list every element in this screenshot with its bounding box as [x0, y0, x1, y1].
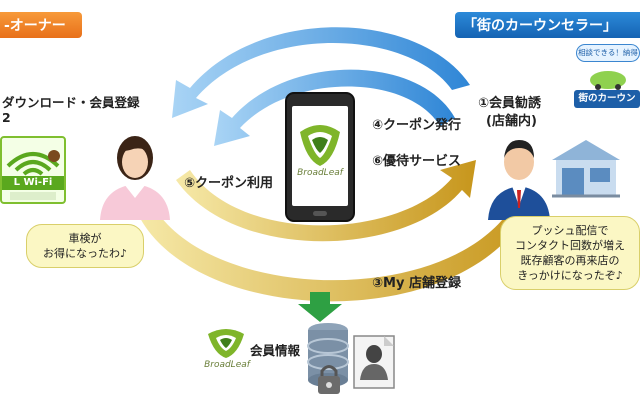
lock-icon — [314, 362, 344, 396]
woman-customer-icon — [90, 128, 180, 220]
wifi-icon — [2, 140, 64, 180]
step5-label: ⑤クーポン利用 — [184, 172, 273, 191]
staff-bubble-line4: きっかけになったぞ♪ — [509, 268, 631, 283]
member-card-icon — [352, 334, 398, 392]
staff-speech-bubble: プッシュ配信で コンタクト回数が増え 既存顧客の再来店の きっかけになったぞ♪ — [500, 216, 640, 290]
woman-speech-bubble: 車検が お得になったわ♪ — [26, 224, 144, 268]
counselor-badge: 相談できる！納得 街のカーウン — [574, 44, 640, 108]
wifi-text: L Wi-Fi — [2, 176, 64, 190]
woman-bubble-line2: お得になったわ♪ — [35, 246, 135, 261]
bottom-logo-text: BroadLeaf — [202, 360, 252, 370]
staff-bubble-line3: 既存顧客の再来店の — [509, 253, 631, 268]
smartphone-icon: BroadLeaf — [285, 92, 355, 222]
phone-home-button — [313, 211, 327, 216]
member-info-label: 会員情報 — [250, 340, 300, 359]
badge-main-text: 街のカーウン — [574, 90, 640, 108]
step1-sublabel: (店舗内) — [486, 110, 537, 129]
step6-label: ⑥優待サービス — [372, 150, 461, 169]
badge-top-text: 相談できる！納得 — [576, 44, 640, 62]
phone-screen: BroadLeaf — [292, 106, 348, 206]
step1-label: ①会員勧誘 — [478, 92, 541, 111]
download-register-label: ダウンロード・会員登録 — [2, 92, 140, 111]
wifi-subtext-bar — [10, 192, 56, 200]
download-register-number: 2 — [2, 110, 11, 125]
staff-bubble-line1: プッシュ配信で — [509, 223, 631, 238]
wifi-sticker: L Wi-Fi — [0, 136, 66, 204]
broadleaf-logo-icon — [204, 326, 248, 360]
store-staff-icon — [486, 128, 552, 220]
step4-label: ④クーポン発行 — [372, 114, 461, 133]
woman-bubble-line1: 車検が — [35, 231, 135, 246]
phone-logo-text: BroadLeaf — [292, 168, 348, 178]
staff-bubble-line2: コンタクト回数が増え — [509, 238, 631, 253]
step3-label: ③My 店舗登録 — [372, 272, 461, 291]
car-mascot-icon — [588, 64, 628, 90]
shop-building-icon — [548, 136, 624, 200]
